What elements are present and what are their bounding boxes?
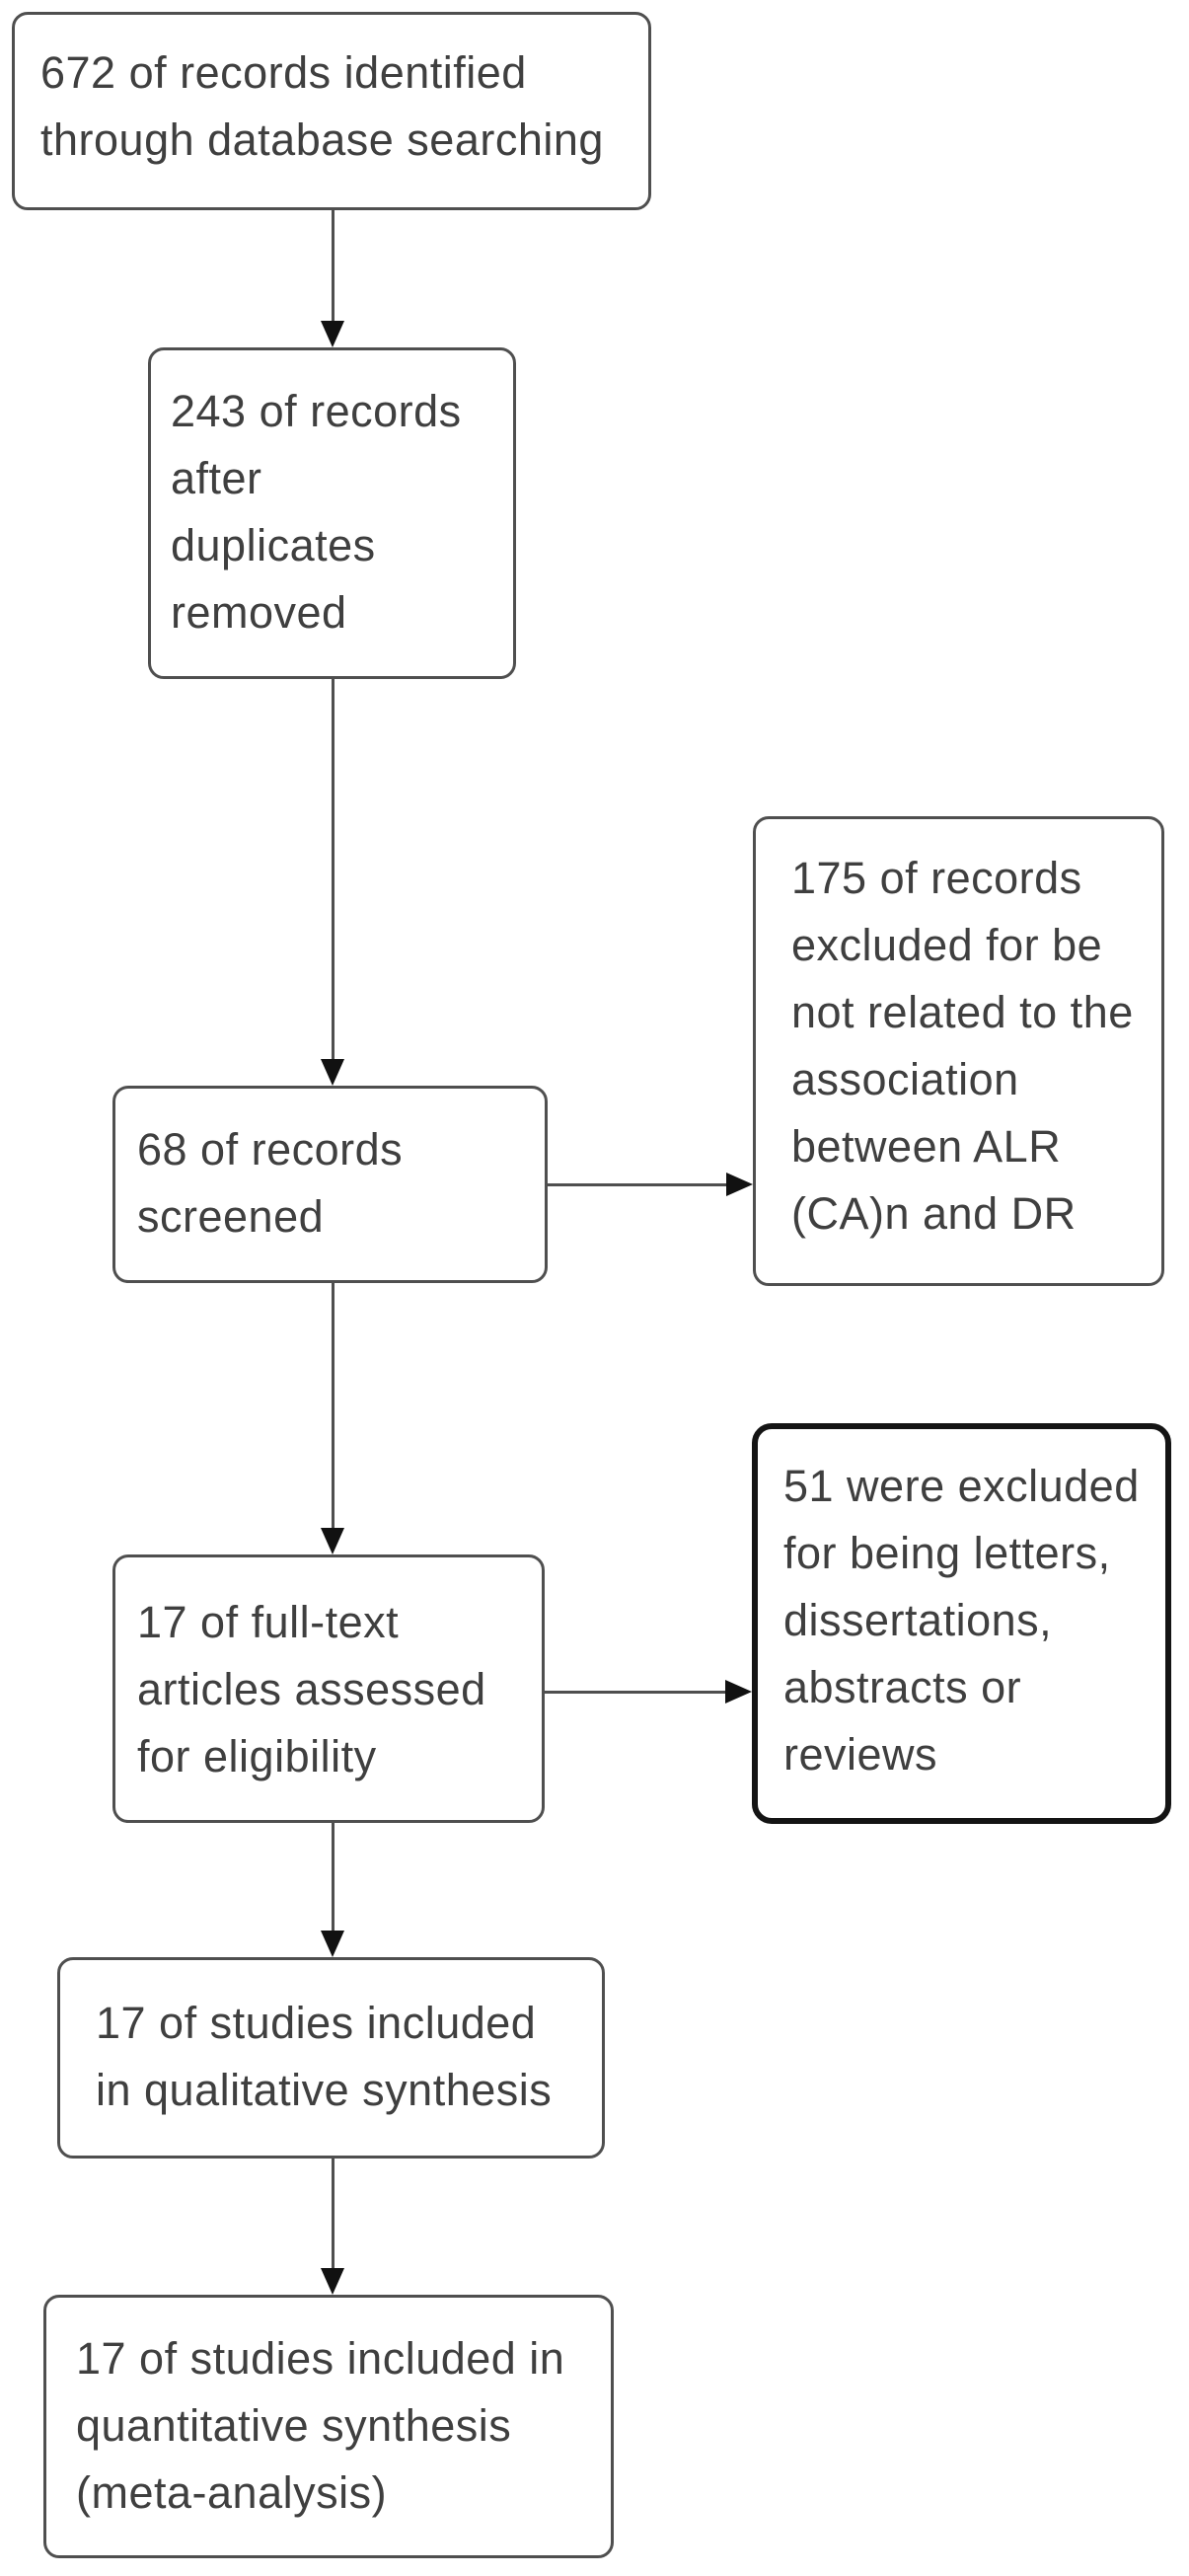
arrowhead-right-icon (725, 1680, 752, 1704)
box-fulltext-excluded: 51 were excluded for being letters, diss… (752, 1423, 1171, 1824)
box-qualitative-synthesis: 17 of studies included in qualitative sy… (57, 1957, 605, 2159)
connector-fulltext-to-qualitative-line (332, 1823, 334, 1935)
box-fulltext-assessed: 17 of full-text articles assessed for el… (112, 1554, 545, 1823)
arrowhead-right-icon (726, 1173, 753, 1196)
connector-screened-to-fulltext-line (332, 1283, 334, 1533)
arrowhead-down-icon (321, 2268, 344, 2295)
connector-screened-to-excluded-line (548, 1183, 729, 1186)
arrowhead-down-icon (321, 1528, 344, 1554)
box-quantitative-synthesis: 17 of studies included in quantitative s… (43, 2295, 614, 2558)
arrowhead-down-icon (321, 1059, 344, 1086)
box-records-screened: 68 of records screened (112, 1086, 548, 1283)
connector-qualitative-to-quantitative-line (332, 2159, 334, 2273)
box-records-after-duplicates-removed: 243 of records after duplicates removed (148, 347, 516, 679)
box-records-excluded: 175 of records excluded for be not relat… (753, 816, 1164, 1286)
arrowhead-down-icon (321, 321, 344, 347)
connector-fulltext-to-excluded-line (545, 1691, 728, 1694)
connector-dedup-to-screened-line (332, 679, 334, 1064)
arrowhead-down-icon (321, 1931, 344, 1957)
connector-identified-to-dedup-line (332, 210, 334, 326)
box-records-identified: 672 of records identified through databa… (12, 12, 651, 210)
